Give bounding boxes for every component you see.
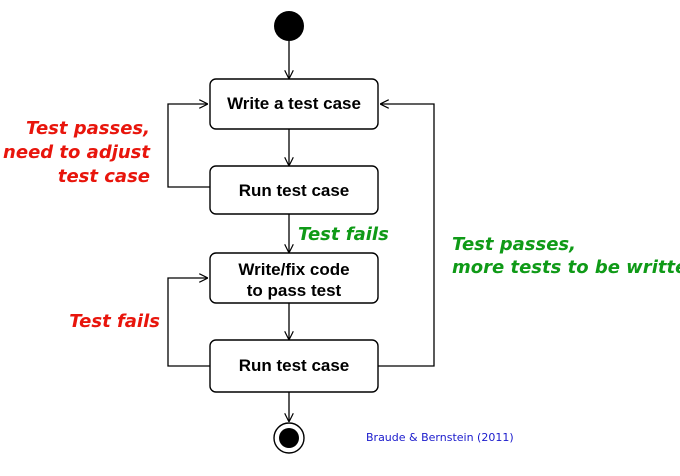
node-write-test: Write a test case	[209, 78, 379, 130]
label-test-passes-adjust-line-2: need to adjust	[3, 142, 151, 163]
citation: Braude & Bernstein (2011)	[366, 431, 514, 444]
label-test-passes-more-line-2: more tests to be written	[452, 257, 680, 278]
node-write-code: Write/fix code to pass test	[209, 252, 379, 304]
label-test-passes-adjust-line-1: Test passes,	[26, 118, 150, 139]
edge-run-test-to-write-test-outer	[378, 104, 435, 367]
label-test-passes-more: Test passes, more tests to be written	[452, 234, 680, 278]
node-run-test-1-label: Run test case	[239, 181, 350, 200]
node-run-test-1: Run test case	[209, 165, 379, 215]
node-write-test-label: Write a test case	[227, 94, 361, 113]
edge-run-test-to-write-code	[167, 278, 210, 367]
label-test-passes-more-line-1: Test passes,	[452, 234, 576, 255]
label-test-passes-adjust-line-3: test case	[58, 166, 150, 187]
node-run-test-2: Run test case	[209, 339, 379, 393]
node-write-code-line-1: Write/fix code	[238, 260, 349, 279]
edge-run-test-to-write-test	[167, 104, 210, 188]
final-node	[273, 422, 305, 454]
node-write-code-line-2: to pass test	[247, 281, 342, 300]
label-test-fails-loop: Test fails	[69, 311, 160, 332]
initial-node	[274, 11, 304, 41]
node-run-test-2-label: Run test case	[239, 356, 350, 375]
label-test-passes-adjust: Test passes, need to adjust test case	[3, 118, 151, 187]
label-test-fails-main: Test fails	[298, 224, 389, 245]
